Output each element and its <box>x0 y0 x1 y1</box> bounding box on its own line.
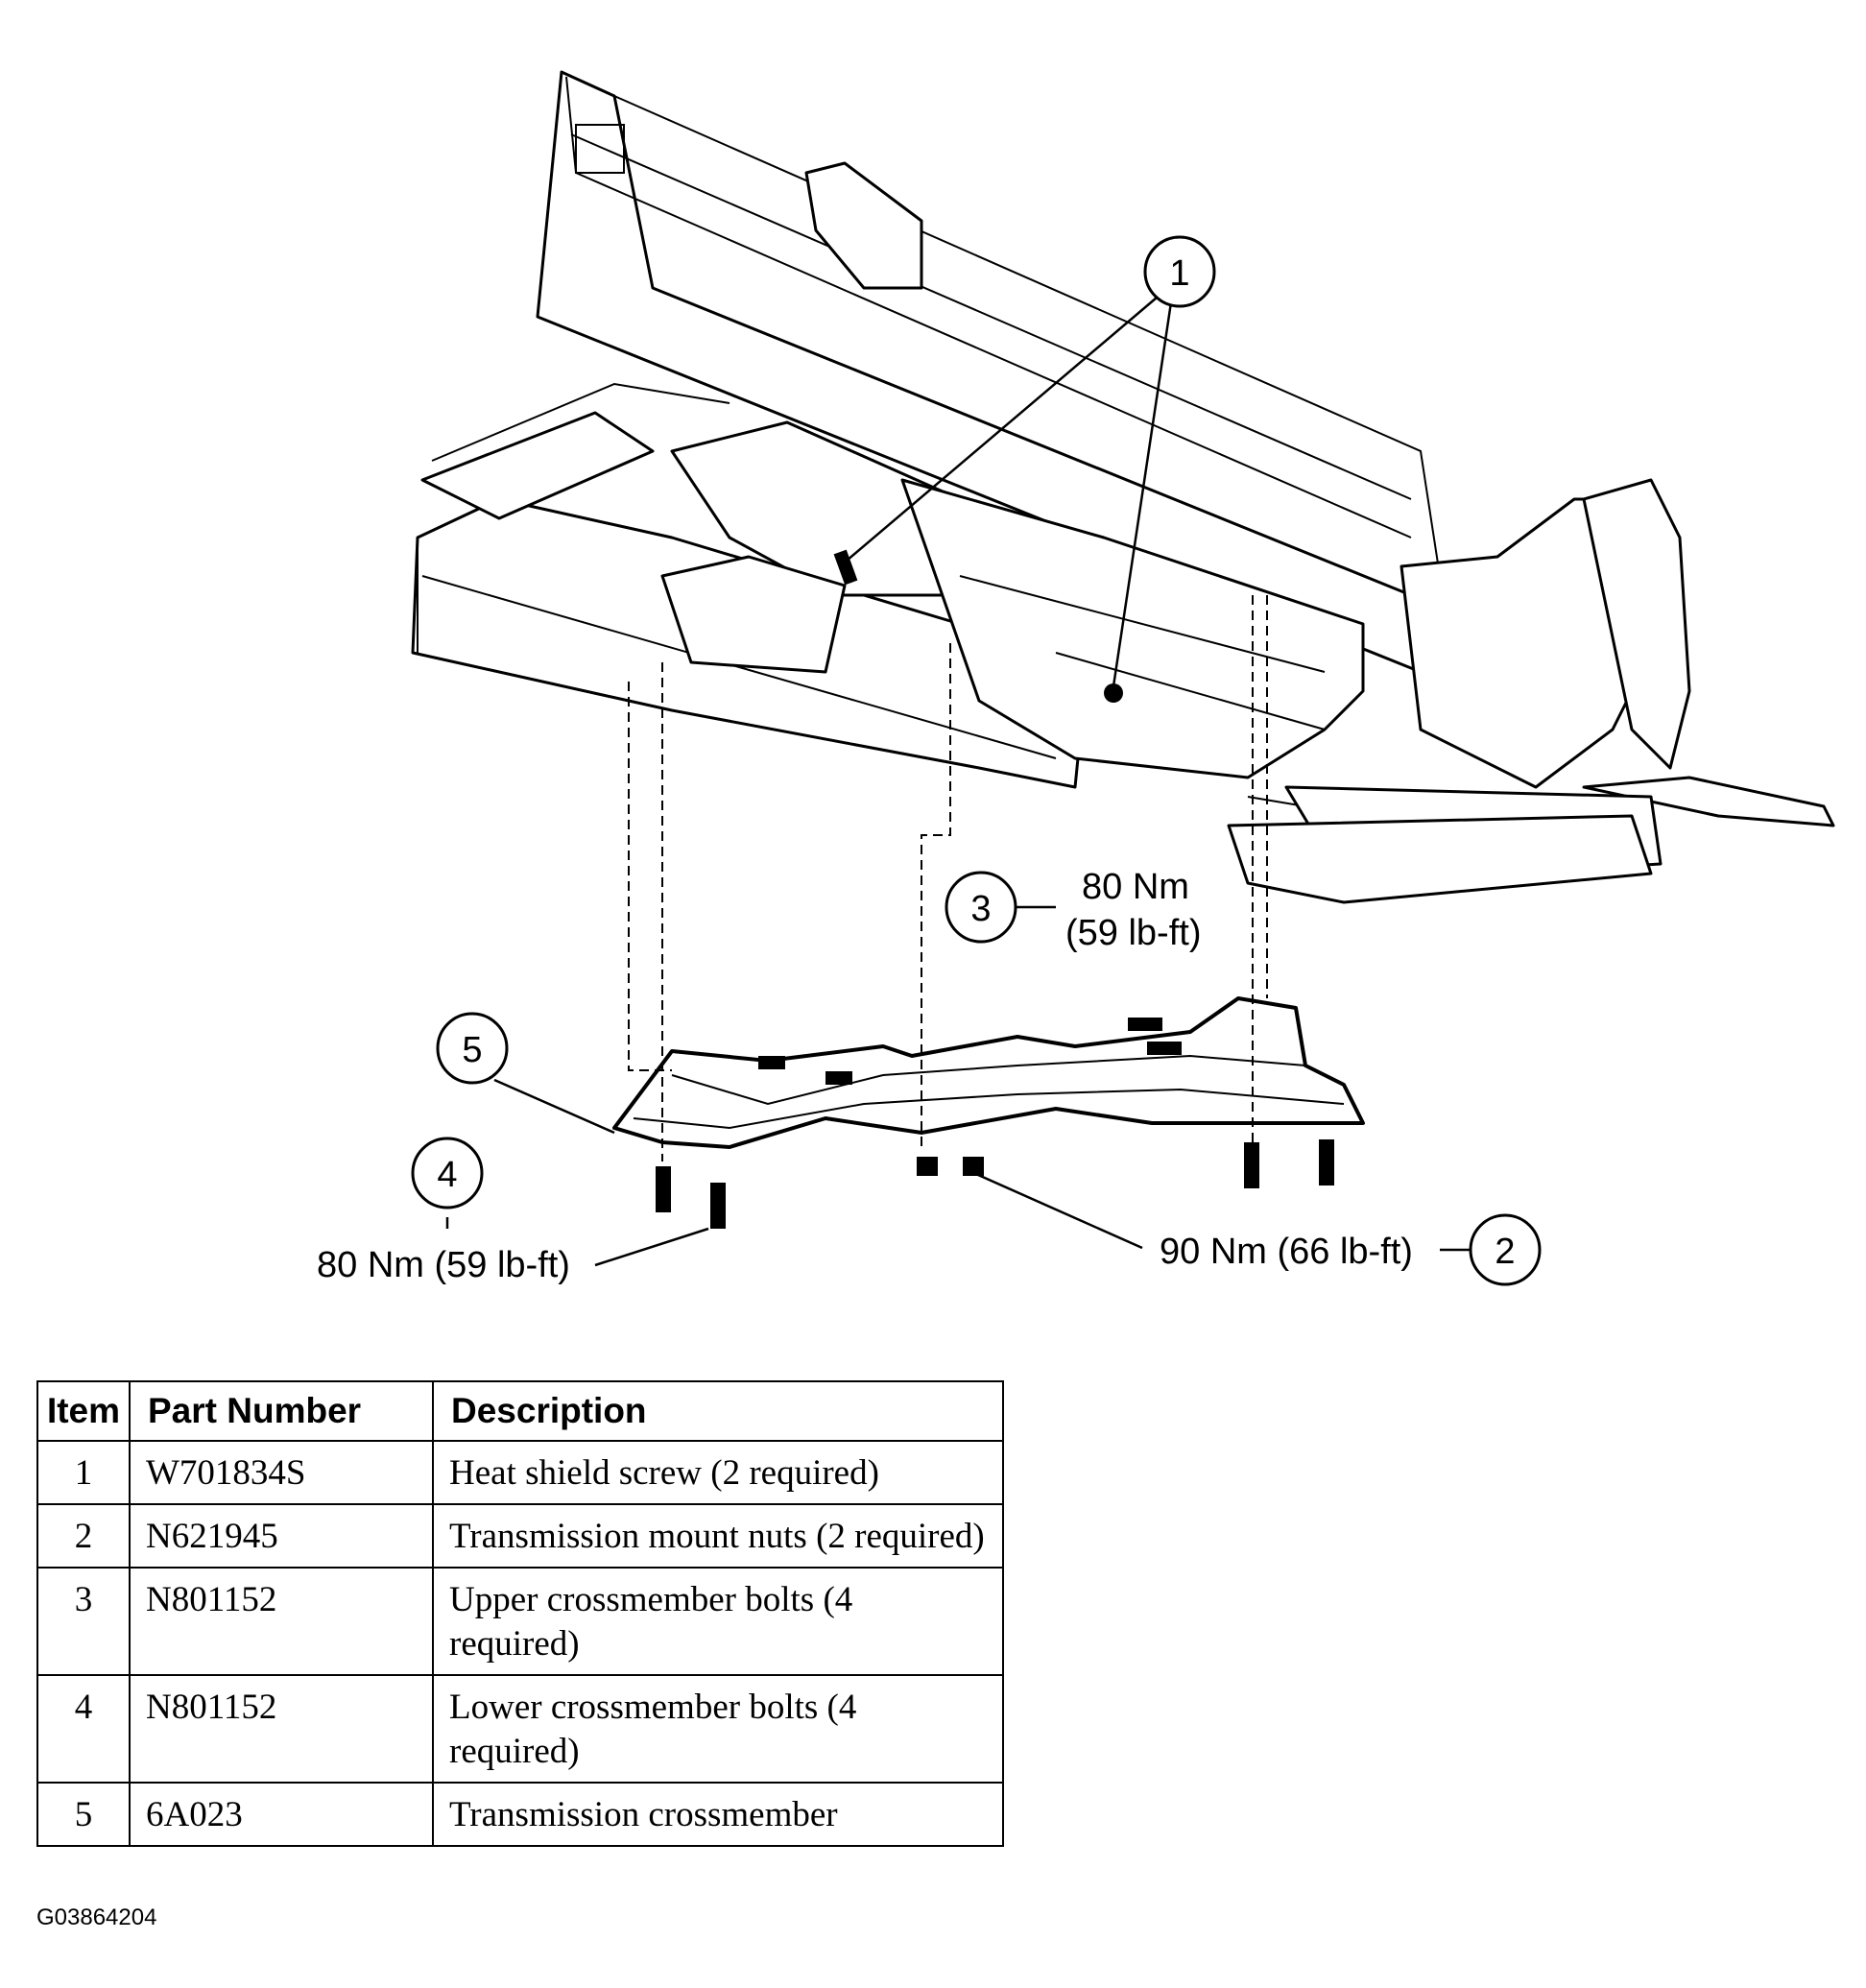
callout-3-label: 3 <box>970 889 991 929</box>
torque-item4: 80 Nm (59 lb-ft) <box>317 1245 570 1285</box>
row-item: 5 <box>36 1782 131 1847</box>
row-description: Transmission crossmember <box>432 1782 1004 1847</box>
bolt-drawings <box>656 549 1334 1229</box>
transmission-crossmember-drawing <box>612 996 1365 1149</box>
row-part-number: N801152 <box>129 1674 434 1784</box>
row-description: Lower crossmember bolts (4 required) <box>432 1674 1004 1784</box>
table-row: 1 W701834S Heat shield screw (2 required… <box>36 1440 1004 1505</box>
callout-3: 3 <box>945 871 1017 944</box>
figure-id: G03864204 <box>36 1904 157 1930</box>
table-row: 2 N621945 Transmission mount nuts (2 req… <box>36 1503 1004 1569</box>
row-item: 2 <box>36 1503 131 1569</box>
row-part-number: 6A023 <box>129 1782 434 1847</box>
callout-2: 2 <box>1469 1213 1542 1286</box>
callout-1: 1 <box>1143 235 1216 308</box>
table-row: 4 N801152 Lower crossmember bolts (4 req… <box>36 1674 1004 1784</box>
callout-4-label: 4 <box>437 1155 457 1195</box>
row-part-number: N621945 <box>129 1503 434 1569</box>
alignment-lines <box>628 595 1268 1162</box>
callout-1-label: 1 <box>1169 253 1189 294</box>
header-description: Description <box>432 1380 1004 1442</box>
vehicle-frame-drawing <box>411 70 1835 904</box>
header-part-number: Part Number <box>129 1380 434 1442</box>
row-part-number: W701834S <box>129 1440 434 1505</box>
torque-item2: 90 Nm (66 lb-ft) <box>1160 1232 1413 1272</box>
callout-4: 4 <box>411 1137 484 1210</box>
callout-5: 5 <box>436 1012 509 1085</box>
table-row: 5 6A023 Transmission crossmember <box>36 1782 1004 1847</box>
parts-table: Item Part Number Description 1 W701834S … <box>36 1380 1004 1847</box>
leader-lines <box>445 297 1471 1267</box>
table-header-row: Item Part Number Description <box>36 1380 1004 1442</box>
callout-2-label: 2 <box>1495 1232 1515 1272</box>
torque-item3-lbft: (59 lb-ft) <box>1065 913 1201 953</box>
row-item: 4 <box>36 1674 131 1784</box>
row-description: Transmission mount nuts (2 required) <box>432 1503 1004 1569</box>
row-part-number: N801152 <box>129 1567 434 1676</box>
header-item: Item <box>36 1380 131 1442</box>
torque-item3-nm: 80 Nm <box>1082 867 1189 907</box>
callout-5-label: 5 <box>462 1030 482 1070</box>
exploded-view-illustration: 1 2 3 4 5 80 Nm (59 lb-ft) 80 Nm (59 lb-… <box>317 70 1835 1286</box>
row-item: 1 <box>36 1440 131 1505</box>
row-description: Upper crossmember bolts (4 required) <box>432 1567 1004 1676</box>
row-item: 3 <box>36 1567 131 1676</box>
table-row: 3 N801152 Upper crossmember bolts (4 req… <box>36 1567 1004 1676</box>
row-description: Heat shield screw (2 required) <box>432 1440 1004 1505</box>
